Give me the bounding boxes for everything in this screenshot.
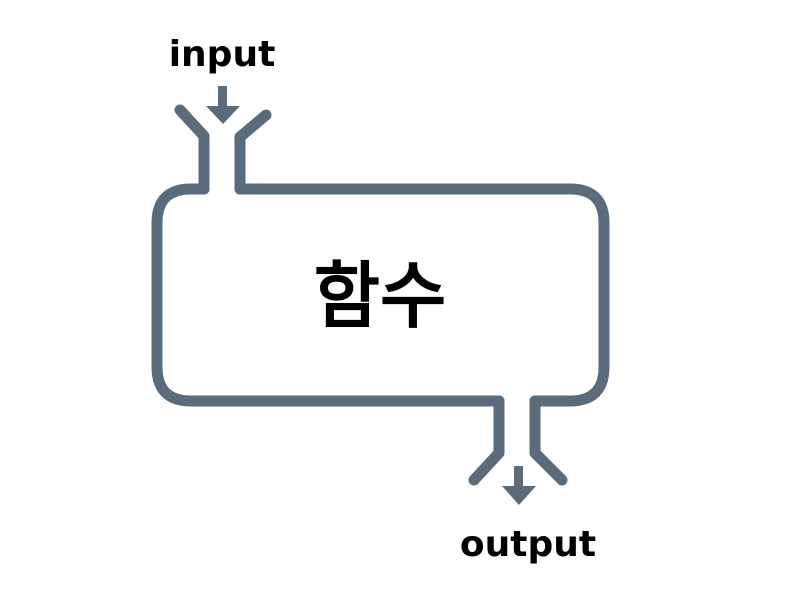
output-label: output [460, 524, 596, 565]
output-funnel-right [529, 395, 568, 486]
function-label: 함수 [314, 254, 446, 338]
input-arrow [206, 86, 240, 124]
input-label: input [169, 34, 276, 75]
function-box [151, 183, 610, 407]
input-funnel-right [234, 109, 272, 195]
output-funnel-left [468, 395, 505, 486]
input-funnel-left [174, 104, 210, 195]
output-arrow [502, 466, 536, 505]
